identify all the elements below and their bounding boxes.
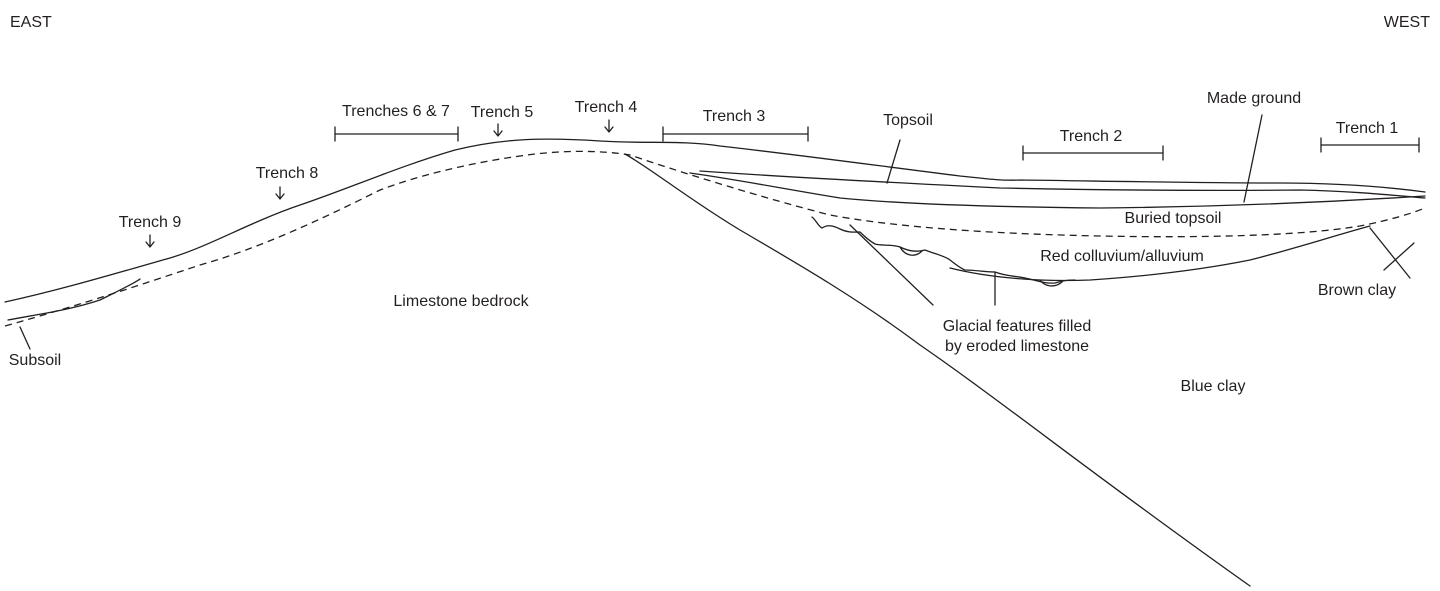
west-label: WEST [1384, 14, 1430, 31]
trench-4-arrow-icon [604, 119, 614, 133]
glacial-pocket-1 [899, 246, 923, 256]
glacial-features-outline [811, 216, 1076, 284]
made-ground-label: Made ground [1207, 90, 1301, 107]
trench-1-span [1320, 137, 1420, 153]
glacial-features-label-line2: by eroded limestone [945, 338, 1089, 355]
trench-6-7-label: Trenches 6 & 7 [342, 103, 450, 120]
limestone-blue-clay-contact [624, 153, 1251, 587]
subsoil-leader [19, 326, 31, 350]
trench-5-arrow-icon [493, 123, 503, 137]
topsoil-base-line [699, 170, 1426, 199]
glacial-features-label-line1: Glacial features filled [943, 318, 1092, 335]
trench-8-arrow-icon [275, 186, 285, 200]
east-label: EAST [10, 14, 52, 31]
subsoil-label: Subsoil [9, 352, 61, 369]
ground-surface-line [4, 138, 1426, 303]
trench-9-label: Trench 9 [119, 214, 182, 231]
glacial-pocket-2 [1039, 279, 1063, 287]
blue-clay-label: Blue clay [1181, 378, 1246, 395]
brown-clay-line-2 [1383, 242, 1415, 271]
buried-topsoil-label: Buried topsoil [1125, 210, 1222, 227]
trench-1-label: Trench 1 [1336, 120, 1399, 137]
trench-8-label: Trench 8 [256, 165, 319, 182]
red-colluvium-label: Red colluvium/alluvium [1040, 248, 1204, 265]
trench-9-arrow-icon [145, 234, 155, 248]
trench-4-label: Trench 4 [575, 99, 638, 116]
red-colluvium-base-line [949, 225, 1371, 282]
trench-6-7-span [334, 126, 459, 142]
trench-3-label: Trench 3 [703, 108, 766, 125]
trench-3-span [662, 126, 809, 142]
brown-clay-label: Brown clay [1318, 282, 1396, 299]
made-ground-leader [1243, 114, 1263, 203]
subsoil-lower-line [7, 278, 141, 321]
trench-2-span [1022, 145, 1164, 161]
made-ground-base-line [689, 172, 1426, 209]
trench-5-label: Trench 5 [471, 104, 534, 121]
topsoil-label: Topsoil [883, 112, 933, 129]
limestone-bedrock-label: Limestone bedrock [393, 293, 529, 310]
brown-clay-line-1 [1369, 227, 1411, 279]
trench-2-label: Trench 2 [1060, 128, 1123, 145]
topsoil-leader [886, 139, 901, 184]
glacial-leader-1 [849, 224, 934, 306]
